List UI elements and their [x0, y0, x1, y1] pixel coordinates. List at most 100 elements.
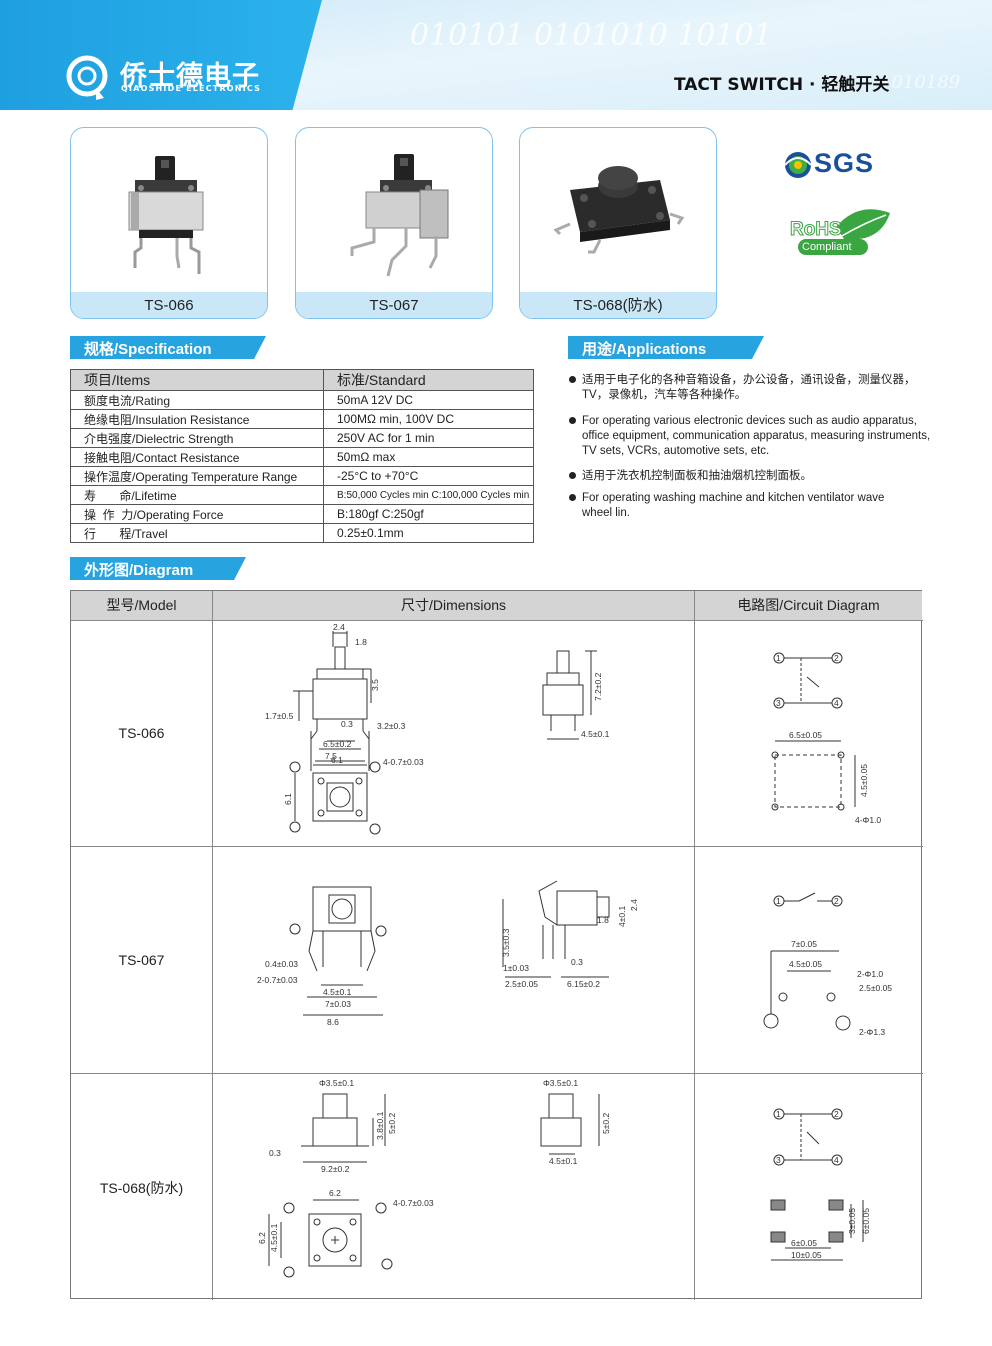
spec-item: 绝缘电阻/Insulation Resistance [70, 409, 324, 429]
pin-label: 3 [776, 698, 781, 708]
dim-label: 5±0.2 [601, 1113, 611, 1134]
dim-label: 3.2±0.3 [377, 721, 406, 731]
header-background [0, 0, 992, 112]
column-divider [694, 591, 695, 1300]
dim-label: Φ3.5±0.1 [543, 1078, 578, 1088]
sgs-globe-icon [784, 152, 812, 178]
application-text: 适用于电子化的各种音箱设备，办公设备，通讯设备，测量仪器，TV，录像机，汽车等各… [582, 374, 916, 401]
dim-label: 0.3 [269, 1148, 281, 1158]
product-photo-ts067 [350, 154, 449, 277]
pin-label: 2 [834, 653, 839, 663]
application-item: For operating washing machine and kitche… [569, 491, 902, 521]
logo-mark [66, 55, 108, 100]
spec-value: 0.25±0.1mm [323, 523, 534, 543]
dim-label: 3.8±0.1 [375, 1111, 385, 1140]
spec-item: 介电强度/Dielectric Strength [70, 428, 324, 448]
circuit-diagram-ts066: 1 2 3 4 6.5±0.05 4.5±0.05 4-Φ1.0 [771, 652, 881, 825]
application-item: 适用于洗衣机控制面板和抽油烟机控制面板。 [569, 469, 952, 484]
rohs-logo: RoHS Compliant [788, 205, 892, 259]
pin-label: 1 [776, 653, 781, 663]
rohs-text: RoHS [790, 219, 843, 241]
spec-item: 行 程/Travel [70, 523, 324, 543]
rohs-compliant-text: Compliant [802, 241, 852, 253]
dim-label: 2-Φ1.0 [857, 969, 883, 979]
dim-label: 1.7±0.5 [265, 711, 294, 721]
circuit-diagram-ts067: 1 2 7±0.05 4.5±0.05 2-Φ1.0 2.5±0.05 2-Φ1… [763, 892, 892, 1037]
model-ts066: TS-066 [118, 725, 165, 741]
application-text: For operating various electronic devices… [582, 415, 931, 457]
spec-row: 操作温度/Operating Temperature Range-25°C to… [70, 466, 534, 486]
product-card-ts067: TS-067 [295, 127, 493, 319]
dim-label: 6.2 [329, 1188, 341, 1198]
leaf-icon [798, 209, 890, 255]
dim-label: 9.2±0.2 [321, 1164, 350, 1174]
application-text: 适用于洗衣机控制面板和抽油烟机控制面板。 [582, 470, 812, 482]
pin-label: 4 [834, 1155, 839, 1165]
model-ts067: TS-067 [118, 952, 165, 968]
pin-label: 1 [776, 896, 781, 906]
spec-item: 接触电阻/Contact Resistance [70, 447, 324, 467]
sgs-text: SGS [814, 148, 875, 178]
spec-item: 额度电流/Rating [70, 390, 324, 410]
bullet-icon [569, 376, 576, 383]
dim-label: 4.5±0.05 [789, 959, 822, 969]
dim-label: 4.5±0.1 [549, 1156, 578, 1166]
dim-label: 6.2 [257, 1232, 267, 1244]
dimension-drawing-ts068: Φ3.5±0.1 3.8±0.1 5±0.2 0.3 9.2±0.2 Φ3.5±… [257, 1078, 611, 1278]
spec-value: B:50,000 Cycles min C:100,000 Cycles min [323, 485, 534, 505]
row-divider [71, 846, 923, 847]
spec-value: 250V AC for 1 min [323, 428, 534, 448]
dim-label: 4.5±0.05 [859, 764, 869, 797]
diagram-section-header: 外形图/Diagram [70, 557, 246, 580]
dim-label: 6.5±0.2 [323, 739, 352, 749]
spec-value: 50mΩ max [323, 447, 534, 467]
dim-label: 3.5 [370, 679, 380, 691]
spec-value: 100MΩ min, 100V DC [323, 409, 534, 429]
dim-label: Φ3.5±0.1 [319, 1078, 354, 1088]
pin-label: 4 [834, 698, 839, 708]
diagram-section-title: 外形图/Diagram [84, 562, 194, 579]
dim-label: 3.5±0.3 [501, 928, 511, 957]
spec-section-title: 规格/Specification [84, 341, 212, 358]
spec-value: B:180gf C:250gf [323, 504, 534, 524]
product-card-ts066: TS-066 [70, 127, 268, 319]
pin-label: 1 [776, 1109, 781, 1119]
company-name-en: QIAOSHIDE ELECTRONICS [121, 84, 262, 93]
dim-label: 2.5±0.05 [505, 979, 538, 989]
dim-label: 4-0.7±0.03 [383, 757, 424, 767]
application-item: 适用于电子化的各种音箱设备，办公设备，通讯设备，测量仪器，TV，录像机，汽车等各… [569, 373, 932, 403]
row-divider [71, 1073, 923, 1074]
application-item: For operating various electronic devices… [569, 414, 942, 459]
product-label-ts067: TS-067 [296, 292, 492, 318]
dim-label: 6.1 [283, 793, 293, 805]
diagram-table: 型号/Model 尺寸/Dimensions 电路图/Circuit Diagr… [70, 590, 923, 1300]
dim-label: 1.8 [597, 915, 609, 925]
dim-label: 4-Φ1.0 [855, 815, 881, 825]
bullet-icon [569, 417, 576, 424]
pin-label: 2 [834, 896, 839, 906]
row-divider [71, 620, 923, 621]
dim-label: 2.4 [333, 622, 345, 632]
product-label-ts068: TS-068(防水) [520, 292, 716, 318]
dim-label: 7±0.05 [791, 939, 817, 949]
spec-item: 寿 命/Lifetime [70, 485, 324, 505]
applications-section-header: 用途/Applications [568, 336, 764, 359]
dim-label: 5±0.2 [387, 1113, 397, 1134]
dim-label: 2-Φ1.3 [859, 1027, 885, 1037]
dim-label: 6.5±0.05 [789, 730, 822, 740]
dim-label: 1±0.03 [503, 963, 529, 973]
dim-label: 6±0.05 [791, 1238, 817, 1248]
circuit-diagram-ts068: 1 2 3 4 6±0.05 10±0.05 3±0.05 6±0.05 [770, 1108, 871, 1261]
dim-label: 2-0.7±0.03 [257, 975, 298, 985]
dim-label: 10±0.05 [791, 1250, 822, 1260]
diagram-col-model: 型号/Model [71, 591, 212, 620]
section-header-bg [70, 557, 246, 580]
model-ts068: TS-068(防水) [99, 1180, 184, 1196]
product-photo-ts068 [553, 166, 685, 254]
